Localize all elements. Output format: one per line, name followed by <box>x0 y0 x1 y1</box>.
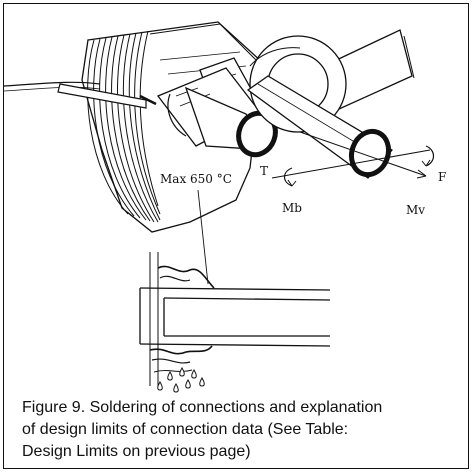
upper-tube <box>156 67 278 158</box>
figure-caption: Figure 9. Soldering of connections and e… <box>22 397 462 463</box>
detail-leader <box>197 189 209 285</box>
lower-tube <box>246 75 393 179</box>
torque-label: T <box>260 164 268 178</box>
force-diagram <box>271 131 435 187</box>
torsion-moment-label: Mv <box>406 203 425 217</box>
lower-tube-opening <box>348 128 392 178</box>
bending-moment-label: Mb <box>282 201 302 215</box>
caption-line-2: of design limits of connection data (See… <box>22 421 349 438</box>
temperature-label: Max 650 °C <box>160 172 232 186</box>
caption-line-1: Figure 9. Soldering of connections and e… <box>22 399 383 416</box>
caption-line-3: Design Limits on previous page) <box>22 443 251 460</box>
solder-rod <box>57 83 157 109</box>
solder-drops <box>157 367 205 393</box>
force-label: F <box>438 170 446 184</box>
detail-section <box>139 252 331 386</box>
wire <box>3 81 101 87</box>
plate-fins <box>87 30 161 223</box>
